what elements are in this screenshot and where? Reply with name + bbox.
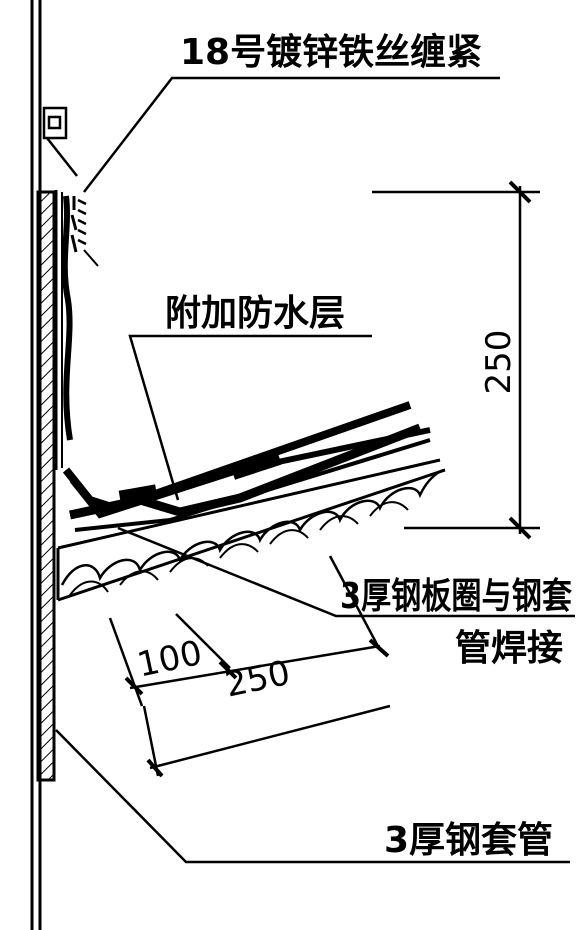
roof-slope-layers: [56, 401, 446, 602]
label-wire: 18号镀锌铁丝缠紧: [180, 31, 482, 73]
label-steel-sleeve: 3厚钢套管: [384, 820, 553, 861]
leader-lines: [55, 76, 575, 864]
dimension-vertical-value: 250: [479, 330, 519, 395]
label-steel-ring-line2: 管焊接: [455, 628, 563, 669]
dimension-slope-long-value: 250: [222, 653, 294, 706]
label-waterproof-layer: 附加防水层: [165, 293, 345, 334]
clip-box: [42, 106, 78, 177]
steel-sleeve-wall: [36, 190, 56, 782]
label-steel-ring-line1: 3厚钢板圈与钢套: [340, 576, 572, 617]
dimension-slope: [108, 555, 391, 778]
wire-wrap: [54, 190, 99, 470]
dimension-vertical-250: [372, 180, 540, 540]
